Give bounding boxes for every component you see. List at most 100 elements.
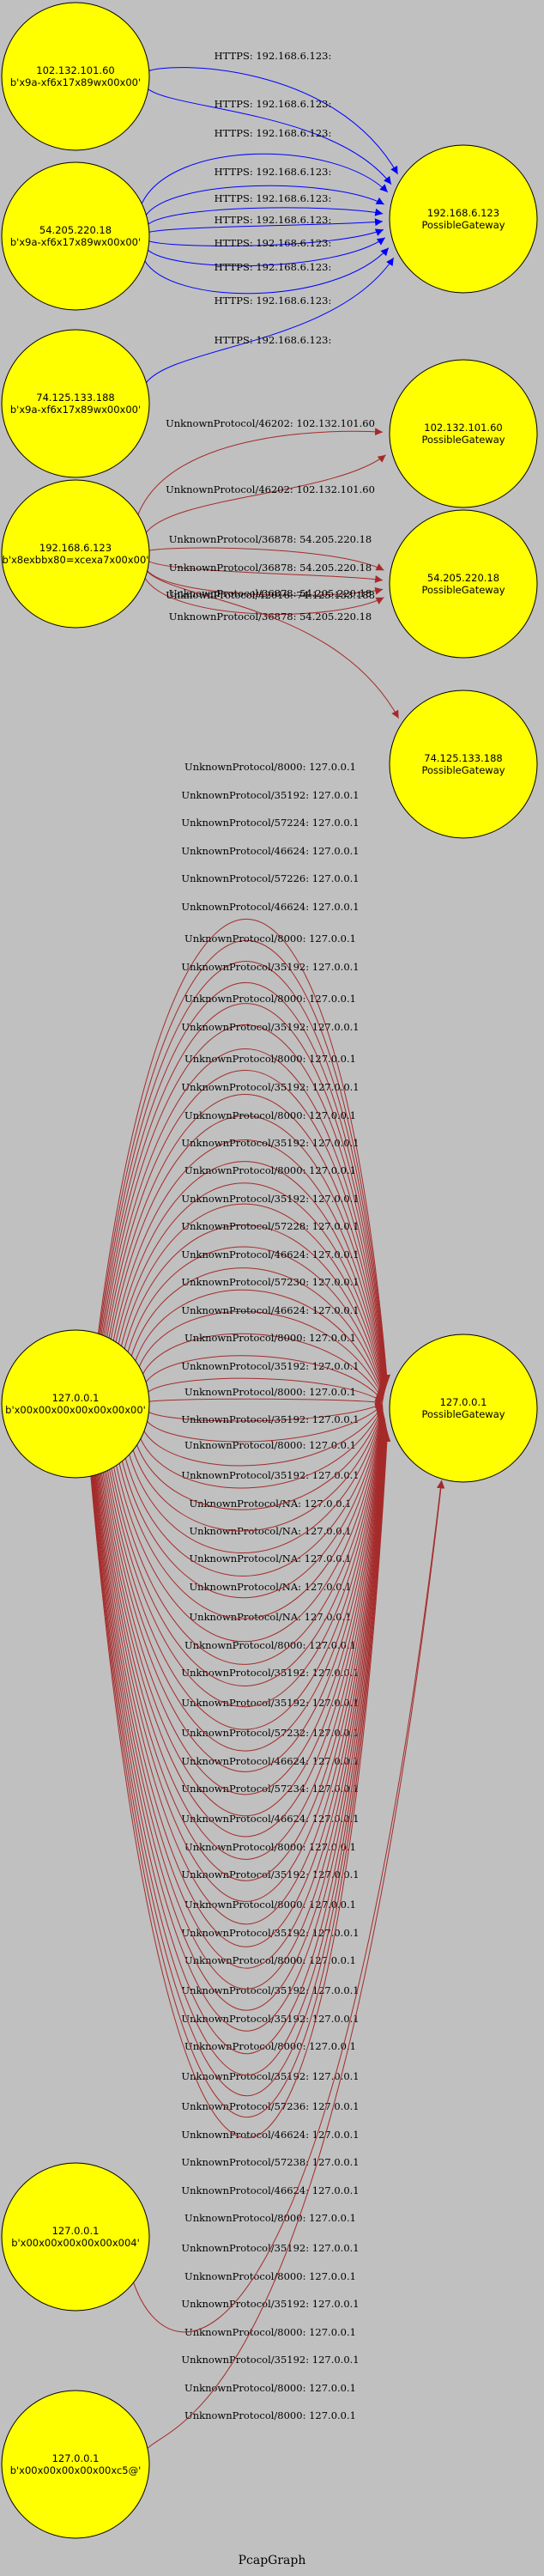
host-node[interactable]: 102.132.101.60b'x9a-xf6x17x89wx00x00' — [1, 2, 150, 151]
edge-unknown — [99, 1422, 388, 1860]
node-address: 127.0.0.1 — [52, 2225, 100, 2237]
edge-label: UnknownProtocol/35192: 127.0.0.1 — [181, 1360, 359, 1372]
host-node[interactable]: 54.205.220.18b'x9a-xf6x17x89wx00x00' — [1, 161, 150, 311]
node-subtitle: PossibleGateway — [421, 434, 505, 446]
node-subtitle: PossibleGateway — [421, 584, 505, 596]
edge-label: UnknownProtocol/57228: 127.0.0.1 — [181, 1220, 359, 1232]
edges-layer: HTTPS: 192.168.6.123: HTTPS: 192.168.6.12… — [90, 50, 445, 2451]
edge-label: UnknownProtocol/57236: 127.0.0.1 — [181, 2100, 359, 2112]
edge-unknown — [128, 1408, 385, 1553]
node-circle — [389, 690, 538, 839]
edge-unknown — [147, 560, 384, 583]
node-circle — [389, 509, 538, 659]
edge-unknown — [146, 1480, 445, 2451]
node-address: 54.205.220.18 — [39, 224, 112, 236]
edge-unknown — [144, 454, 386, 535]
edge-unknown — [124, 1409, 385, 1577]
edge-unknown — [101, 1003, 390, 1387]
edge-unknown — [146, 1377, 384, 1402]
edge-label: UnknownProtocol/36878: 54.205.220.18 — [169, 587, 372, 599]
edge-unknown — [100, 1420, 387, 1838]
edge-unknown — [111, 1414, 386, 1686]
node-subtitle: b'x8exbbx80=xcexa7x00x00' — [3, 554, 149, 566]
edge-label: UnknownProtocol/8000: 127.0.0.1 — [184, 2212, 356, 2224]
node-subtitle: b'x00x00x00x00x00x004' — [11, 2237, 140, 2249]
edge-label: HTTPS: 192.168.6.123: — [215, 295, 332, 307]
edge-unknown — [100, 982, 390, 1386]
node-subtitle: b'x9a-xf6x17x89wx00x00' — [10, 236, 141, 248]
edge-label: UnknownProtocol/35192: 127.0.0.1 — [181, 1021, 359, 1033]
host-node[interactable]: 127.0.0.1b'x00x00x00x00x00x004' — [1, 2162, 150, 2312]
edge-unknown — [134, 1289, 385, 1399]
edge-label: UnknownProtocol/57224: 127.0.0.1 — [181, 817, 359, 829]
edge-label: UnknownProtocol/8000: 127.0.0.1 — [184, 2040, 356, 2052]
edge-unknown — [103, 1024, 390, 1388]
node-address: 127.0.0.1 — [440, 1396, 487, 1408]
edge-label: UnknownProtocol/46624: 127.0.0.1 — [181, 1304, 359, 1316]
edge-unknown — [93, 1429, 390, 2032]
edge-label: UnknownProtocol/36878: 54.205.220.18 — [169, 562, 372, 574]
edge-label: UnknownProtocol/35192: 127.0.0.1 — [181, 1469, 359, 1481]
edge-label: HTTPS: 192.168.6.123: — [215, 237, 332, 249]
edge-unknown — [142, 1333, 384, 1400]
edge-label: UnknownProtocol/NA: 127.0.0.1 — [189, 1581, 351, 1593]
edge-unknown — [145, 1404, 384, 1443]
edge-unknown — [99, 961, 390, 1385]
edge-label: UnknownProtocol/8000: 127.0.0.1 — [184, 1109, 356, 1121]
edge-label: UnknownProtocol/57232: 127.0.0.1 — [181, 1727, 359, 1739]
edge-https — [143, 247, 390, 295]
edge-unknown — [108, 1093, 388, 1390]
edge-unknown — [139, 1406, 384, 1489]
edge-unknown — [91, 1431, 390, 2097]
edge-label: UnknownProtocol/35192: 127.0.0.1 — [181, 1413, 359, 1425]
edge-label: UnknownProtocol/8000: 127.0.0.1 — [184, 2270, 356, 2282]
edge-unknown — [144, 1355, 384, 1401]
edge-label: UnknownProtocol/8000: 127.0.0.1 — [184, 1332, 356, 1344]
edge-https — [144, 185, 384, 217]
edge-label: UnknownProtocol/8000: 127.0.0.1 — [184, 933, 356, 945]
node-subtitle: b'x9a-xf6x17x89wx00x00' — [10, 404, 141, 416]
node-circle — [1, 329, 150, 478]
node-address: 74.125.133.188 — [424, 752, 502, 764]
graph-title: PcapGraph — [239, 2554, 306, 2567]
nodes-layer: 102.132.101.60b'x9a-xf6x17x89wx00x00'54.… — [1, 2, 538, 2539]
node-circle — [1, 2162, 150, 2312]
edge-unknown — [90, 1433, 391, 2139]
edge-label: UnknownProtocol/46624: 127.0.0.1 — [181, 2184, 359, 2196]
node-address: 192.168.6.123 — [427, 207, 499, 219]
edge-unknown — [96, 1425, 389, 1925]
edge-unknown — [94, 1426, 389, 1969]
edge-label: UnknownProtocol/46202: 102.132.101.60 — [166, 483, 375, 495]
edge-unknown — [98, 1423, 388, 1881]
edge-label: UnknownProtocol/35192: 127.0.0.1 — [181, 1667, 359, 1679]
edge-label: UnknownProtocol/35192: 127.0.0.1 — [181, 2354, 359, 2366]
edge-unknown — [124, 1224, 386, 1396]
edge-label: HTTPS: 192.168.6.123: — [215, 50, 332, 62]
edge-label: UnknownProtocol/8000: 127.0.0.1 — [184, 761, 356, 773]
edge-label: UnknownProtocol/NA: 127.0.0.1 — [189, 1525, 351, 1537]
host-node[interactable]: 127.0.0.1b'x00x00x00x00x00xc5@' — [1, 2390, 150, 2539]
edge-unknown — [91, 1431, 390, 2076]
edge-label: UnknownProtocol/NA: 127.0.0.1 — [189, 1498, 351, 1510]
edge-https — [147, 228, 384, 246]
edge-unknown — [97, 919, 391, 1383]
edge-label: UnknownProtocol/36878: 54.205.220.18 — [169, 533, 372, 545]
host-node[interactable]: 127.0.0.1b'x00x00x00x00x00x00x00' — [1, 1329, 150, 1479]
node-address: 102.132.101.60 — [424, 422, 502, 434]
edge-https — [146, 237, 386, 267]
edge-unknown — [138, 1310, 384, 1400]
edge-unknown — [118, 1182, 387, 1394]
edge-label: UnknownProtocol/8000: 127.0.0.1 — [184, 2326, 356, 2338]
edge-label: UnknownProtocol/46624: 127.0.0.1 — [181, 845, 359, 857]
edge-unknown — [118, 1412, 385, 1619]
edge-label: UnknownProtocol/8000: 127.0.0.1 — [184, 993, 356, 1005]
edge-unknown — [115, 1413, 386, 1643]
edge-label: UnknownProtocol/8000: 127.0.0.1 — [184, 1386, 356, 1398]
